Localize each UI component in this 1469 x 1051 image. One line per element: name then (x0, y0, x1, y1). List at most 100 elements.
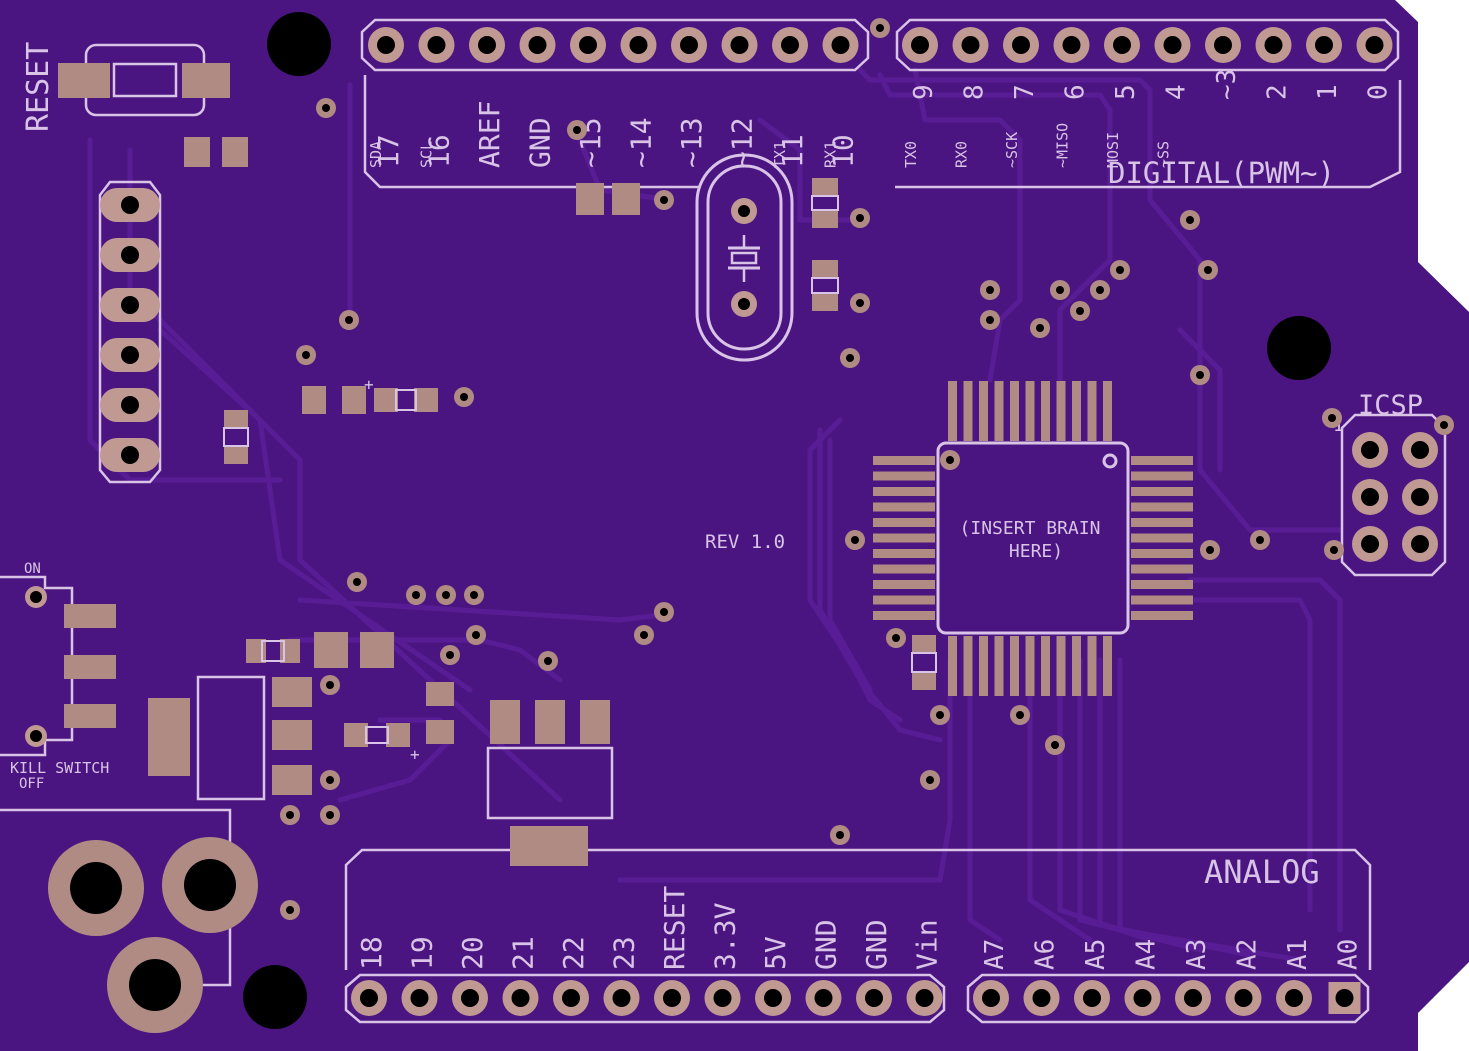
polarity-plus-1: + (410, 745, 420, 764)
pin-hole (528, 36, 547, 54)
pin-hole (961, 36, 980, 54)
pin-hole (478, 36, 496, 54)
mcu-pin (948, 381, 957, 441)
mcu-pin (994, 636, 1004, 696)
via-hole (1330, 546, 1338, 554)
pin-hole (427, 36, 446, 54)
pin-hole (562, 989, 580, 1007)
mcu-pin (873, 518, 935, 527)
pin-hole (1012, 36, 1030, 54)
mcu-pin (979, 381, 988, 441)
pin-label: A6 (1031, 939, 1061, 970)
via-hole (946, 456, 954, 464)
switch-on-label: ON (24, 561, 41, 577)
barrel-jack (0, 808, 258, 1033)
pin-hole (814, 989, 833, 1007)
pin-label: ~12 (726, 117, 759, 168)
via-hole (326, 811, 334, 819)
smd-pad (272, 720, 312, 750)
pin-label: AREF (473, 101, 506, 168)
mounting-hole-top-left (267, 12, 331, 76)
reset-label: RESET (21, 42, 56, 132)
pin-hole (360, 989, 378, 1007)
pin-hole (121, 296, 139, 314)
top-right-header (895, 18, 1402, 189)
via-hole (1096, 286, 1104, 294)
via-hole (1256, 536, 1264, 544)
pin-hole (121, 196, 139, 214)
capacitor (223, 410, 249, 464)
pin-hole (1315, 36, 1333, 54)
mcu-pin (1087, 636, 1097, 696)
mcu-pin (1131, 533, 1193, 543)
pin-hole (680, 36, 698, 54)
pin-hole (1361, 441, 1379, 459)
pin-label: 4 (1162, 84, 1192, 100)
pin-label: ~3 (1212, 69, 1242, 100)
via-hole (856, 299, 864, 307)
pin-hole (865, 989, 883, 1007)
crystal (695, 153, 794, 362)
mcu-pin (1131, 580, 1193, 589)
pin-label: 7 (1010, 84, 1040, 100)
via-hole (442, 591, 450, 599)
capacitor (246, 639, 300, 663)
via-hole (573, 126, 581, 134)
pin-hole (1361, 535, 1379, 553)
pin-label: 11 (776, 134, 809, 168)
microcontroller (873, 381, 1193, 696)
pin-hole (1411, 535, 1429, 553)
pin-label: 16 (423, 134, 456, 168)
pin-hole (121, 346, 139, 364)
mcu-pin (1010, 636, 1019, 696)
via-hole (660, 196, 668, 204)
pin-sublabel: RX0 (953, 141, 971, 168)
mcu-pin (948, 636, 957, 696)
digital-label: DIGITAL(PWM~) (1108, 156, 1335, 190)
mcu-pin (1056, 381, 1066, 441)
mcu-pin (994, 381, 1004, 441)
mcu-pin (873, 471, 935, 481)
pin-label: GND (810, 919, 843, 970)
via-hole (446, 651, 454, 659)
pin-hole (1411, 488, 1429, 506)
pin-hole (1234, 989, 1253, 1007)
via-hole (1051, 741, 1059, 749)
pin-hole (1062, 36, 1081, 54)
mcu-pin (873, 580, 935, 589)
capacitor (911, 635, 937, 690)
pin-label: ~14 (625, 117, 658, 168)
via-hole (1036, 324, 1044, 332)
capacitor (811, 260, 839, 311)
pin-label: 8 (960, 84, 990, 100)
via-hole (876, 24, 884, 32)
pin-hole (629, 36, 648, 54)
pin-label: 22 (557, 936, 590, 970)
via-hole (1440, 421, 1448, 429)
pin-sublabel: RX1 (822, 141, 840, 168)
smd-pad (490, 700, 520, 744)
via-hole (856, 214, 864, 222)
pin-label: 21 (507, 936, 540, 970)
pin-label: A0 (1334, 939, 1364, 970)
mcu-pin (1025, 636, 1035, 696)
vias (280, 18, 1454, 920)
via-hole (1076, 307, 1084, 315)
pin-label: 0 (1364, 84, 1394, 100)
pin-label: 5 (1111, 84, 1141, 100)
via-hole (851, 536, 859, 544)
pin-hole (1083, 989, 1101, 1007)
pin-hole (1113, 36, 1131, 54)
mcu-pin (873, 595, 935, 605)
smd-pad (222, 137, 248, 167)
mcu-pin (1131, 456, 1193, 465)
pin-hole (1032, 989, 1051, 1007)
mcu-pin (1131, 471, 1193, 481)
icsp-label: ICSP (1358, 390, 1423, 421)
via-hole (353, 578, 361, 586)
switch-kill-label: KILL SWITCH (10, 759, 109, 777)
mcu-pin (873, 456, 935, 465)
via-hole (1328, 414, 1336, 422)
pin-label: 2 (1263, 84, 1293, 100)
